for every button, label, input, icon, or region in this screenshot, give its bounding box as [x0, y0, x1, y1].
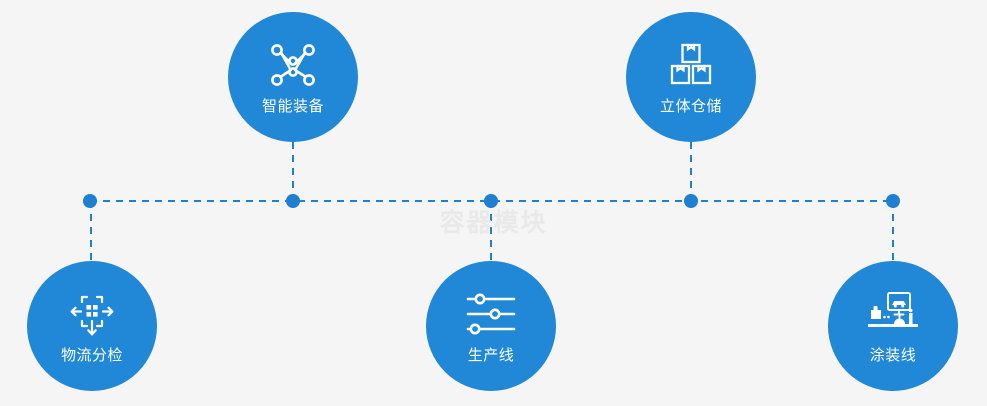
node-label-tuzhuang: 涂装线 — [869, 347, 917, 364]
node-wuliu[interactable]: 物流分检 — [27, 261, 157, 391]
junction-dot-shengchan[interactable] — [484, 194, 498, 208]
node-label-litic: 立体仓储 — [659, 98, 722, 115]
node-zhineng[interactable]: 智能装备 — [228, 12, 358, 142]
node-label-wuliu: 物流分检 — [60, 347, 123, 364]
sliders-icon — [464, 287, 518, 341]
junction-dot-zhineng[interactable] — [286, 194, 300, 208]
sorting-arrows-icon — [65, 287, 119, 341]
junction-dot-wuliu[interactable] — [83, 194, 97, 208]
node-label-zhineng: 智能装备 — [261, 98, 324, 115]
junction-dot-litic[interactable] — [684, 194, 698, 208]
stacked-boxes-icon — [664, 38, 718, 92]
network-nodes-icon — [266, 38, 320, 92]
paint-line-monitor-icon — [866, 287, 920, 341]
node-tuzhuang[interactable]: 涂装线 — [828, 261, 958, 391]
junction-dot-tuzhuang[interactable] — [886, 194, 900, 208]
node-label-shengchan: 生产线 — [467, 347, 515, 364]
node-litic[interactable]: 立体仓储 — [626, 12, 756, 142]
node-shengchan[interactable]: 生产线 — [426, 261, 556, 391]
